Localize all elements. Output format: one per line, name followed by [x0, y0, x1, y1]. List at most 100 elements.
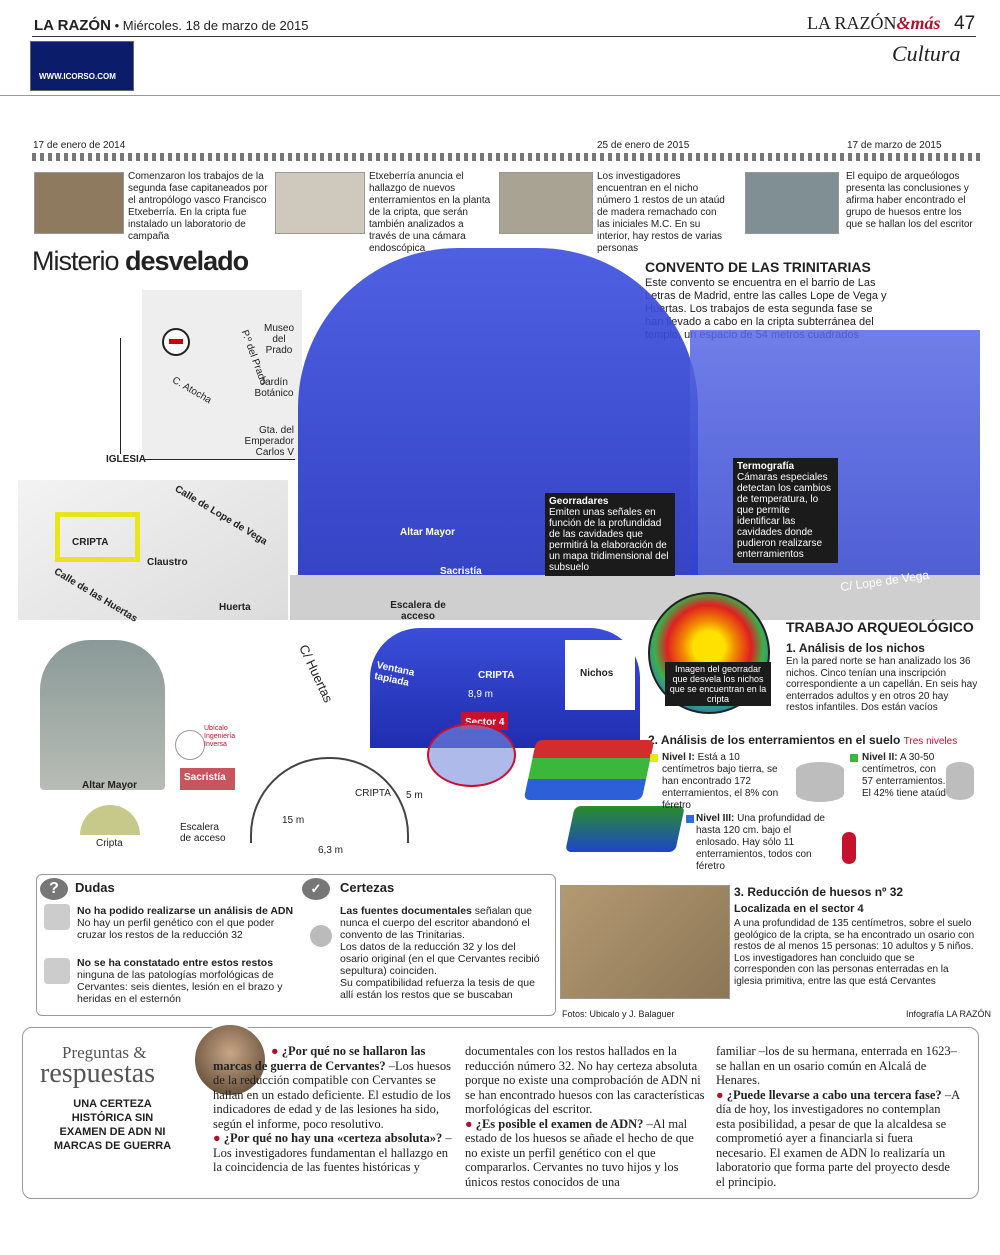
qa-kicker-2: respuestas — [40, 1058, 156, 1089]
certezas-title: Certezas — [340, 880, 395, 895]
strata-image-2 — [565, 806, 685, 852]
header-separator: • — [114, 18, 120, 33]
timeline-photo-1 — [34, 172, 124, 234]
trabajo-s3-subtitle: Localizada en el sector 4 — [734, 903, 864, 915]
dudas-b-title: No se ha constatado entre estos restos — [77, 957, 274, 969]
qa-kicker-1: Preguntas & — [62, 1043, 147, 1062]
timeline-photo-3 — [499, 172, 593, 234]
dna-icon — [44, 904, 70, 930]
plan-label-huerta: Huerta — [219, 602, 251, 613]
watermark-banner: WWW.ICORSO.COM — [30, 41, 134, 91]
trabajo-s1-title: 1. Análisis de los nichos — [786, 641, 925, 655]
nivel1-text: Está a 10 centímetros bajo tierra, se ha… — [662, 752, 779, 811]
certezas-t1: Las fuentes documentales — [340, 905, 472, 917]
map-label-iglesia: IGLESIA — [106, 454, 147, 465]
header-brand: LA RAZÓN&más — [807, 13, 941, 34]
trabajo-s3-title: 3. Reducción de huesos nº 32 — [734, 885, 904, 899]
timeline-text-4: El equipo de arqueólogos presenta las co… — [846, 171, 973, 230]
qa-column-3: familiar –los de su hermana, enterrada e… — [716, 1044, 960, 1189]
nivel1: Nivel I: Está a 10 centímetros bajo tier… — [662, 752, 792, 812]
label-altar-mayor-2: Altar Mayor — [82, 780, 138, 791]
page-title: Misterio desvelado — [32, 246, 249, 277]
trabajo-s2-title: 2. Análisis de los enterramientos en el … — [648, 733, 901, 747]
credit-fotos: Fotos: Ubicalo y J. Balaguer — [562, 1009, 675, 1019]
label-5m: 5 m — [406, 790, 423, 801]
map-label-jardin: Jardín Botánico — [254, 377, 294, 399]
ubicalo-label: Ubícalo Ingeniería Inversa — [204, 725, 236, 748]
georadares-title: Georradares — [549, 496, 609, 507]
certezas-t1b: señalan que nunca el cuerpo del escritor… — [340, 905, 533, 941]
nivel1-cylinder-chart — [796, 762, 844, 802]
label-escalera: Escalera de acceso — [390, 600, 446, 622]
section-name: Cultura — [892, 41, 961, 66]
strata-image-1 — [523, 740, 655, 800]
street-map — [142, 290, 302, 460]
crypt-section-drawing — [250, 757, 409, 843]
qa-c1-question2: ¿Por qué no hay una «certeza absoluta»? — [223, 1131, 443, 1145]
plan-label-claustro: Claustro — [147, 557, 188, 568]
qa-c3-question: ¿Puede llevarse a cabo una tercera fase? — [726, 1087, 942, 1102]
qa-c1-answer2: –Los investigadores fundamentan el halla… — [213, 1131, 452, 1174]
trabajo-s3-text: A una profundidad de 135 centímetros, so… — [734, 918, 975, 987]
label-nichos: Nichos — [580, 668, 614, 679]
cripta-mini-illustration — [80, 805, 140, 835]
nivel1-swatch — [650, 754, 658, 762]
georadares-text: Emiten unas señales en función de la pro… — [549, 507, 669, 573]
termografia-box: Termografía Cámaras especiales detectan … — [733, 458, 838, 563]
label-escalera-2: Escalera de acceso — [180, 822, 226, 844]
nivel3-swatch — [686, 815, 694, 823]
ubicalo-logo — [175, 730, 205, 760]
timeline-date-4: 17 de marzo de 2015 — [847, 140, 942, 151]
timeline-photo-2 — [275, 172, 365, 234]
label-cripta-section: CRIPTA — [355, 788, 391, 799]
convento-text: Este convento se encuentra en el barrio … — [645, 277, 887, 341]
page-number: 47 — [954, 13, 976, 34]
trabajo-s1-text: En la pared norte se han analizado los 3… — [786, 656, 978, 713]
qa-box — [22, 1027, 979, 1199]
qa-c2-answer2: –Al mal estado de los huesos se añade el… — [465, 1116, 694, 1189]
qa-c2-answer: documentales con los restos hallados en … — [465, 1044, 705, 1116]
label-cripta-mini: Cripta — [96, 838, 123, 849]
dudas-a-text: No hay un perfil genético con el que pod… — [77, 917, 275, 941]
certezas-text: Las fuentes documentales señalan que nun… — [340, 905, 545, 1001]
georadares-box: Georradares Emiten unas señales en funci… — [545, 493, 675, 576]
termografia-title: Termografía — [737, 461, 795, 472]
dudas-a: No ha podido realizarse un análisis de A… — [77, 905, 297, 941]
qa-c2-question: ¿Es posible el examen de ADN? — [475, 1116, 644, 1131]
label-sector4: Sector 4 — [465, 717, 505, 728]
crypt-outline — [55, 512, 140, 562]
nivel2-text: A 30-50 centímetros, con 57 enterramient… — [862, 752, 946, 799]
nivel3-text: Una profundidad de hasta 120 cm. bajo el… — [696, 813, 825, 872]
qa-c3-answer: familiar –los de su hermana, enterrada e… — [716, 1044, 957, 1087]
brand-mas: &más — [896, 13, 941, 33]
nivel2-swatch — [850, 754, 858, 762]
nivel3-cylinder-chart — [842, 832, 856, 864]
termografia-text: Cámaras especiales detectan los cambios … — [737, 472, 831, 560]
thumbs-up-icon: ✓ — [302, 878, 330, 900]
timeline-date-3: 25 de enero de 2015 — [597, 140, 690, 151]
sacristia-tag: Sacristía — [180, 768, 235, 790]
trabajo-title: TRABAJO ARQUEOLÓGICO — [786, 619, 974, 635]
qa-c3-answer2: –A día de hoy, los investigadores no con… — [716, 1087, 960, 1189]
timeline-text-1: Comenzaron los trabajos de la segunda fa… — [128, 171, 268, 242]
dudas-certezas-box — [36, 874, 556, 1016]
skeleton-icon — [44, 958, 70, 984]
convento-title: CONVENTO DE LAS TRINITARIAS — [645, 259, 871, 275]
timeline-date-1: 17 de enero de 2014 — [33, 140, 126, 151]
label-sacristia-2: Sacristía — [184, 772, 226, 783]
timeline-text-2: Etxeberría anuncia el hallazgo de nuevos… — [369, 171, 491, 254]
qa-subtitle: UNA CERTEZA HISTÓRICA SIN EXAMEN DE ADN … — [53, 1098, 172, 1152]
title-part-b: desvelado — [125, 246, 249, 276]
nivel2-cylinder-chart — [946, 762, 974, 800]
ground-slab — [290, 575, 980, 620]
question-icon: ? — [40, 878, 68, 900]
dudas-a-title: No ha podido realizarse un análisis de A… — [77, 905, 294, 917]
certezas-t2: Los datos de la reducción 32 y los del o… — [340, 941, 540, 977]
nichos-panel — [565, 640, 635, 710]
timeline-photo-4 — [745, 172, 839, 234]
sector4-marker — [427, 723, 516, 787]
label-89m: 8,9 m — [468, 689, 494, 700]
header-rule — [32, 36, 976, 37]
georadar-caption: Imagen del georradar que desvela los nic… — [665, 662, 771, 706]
